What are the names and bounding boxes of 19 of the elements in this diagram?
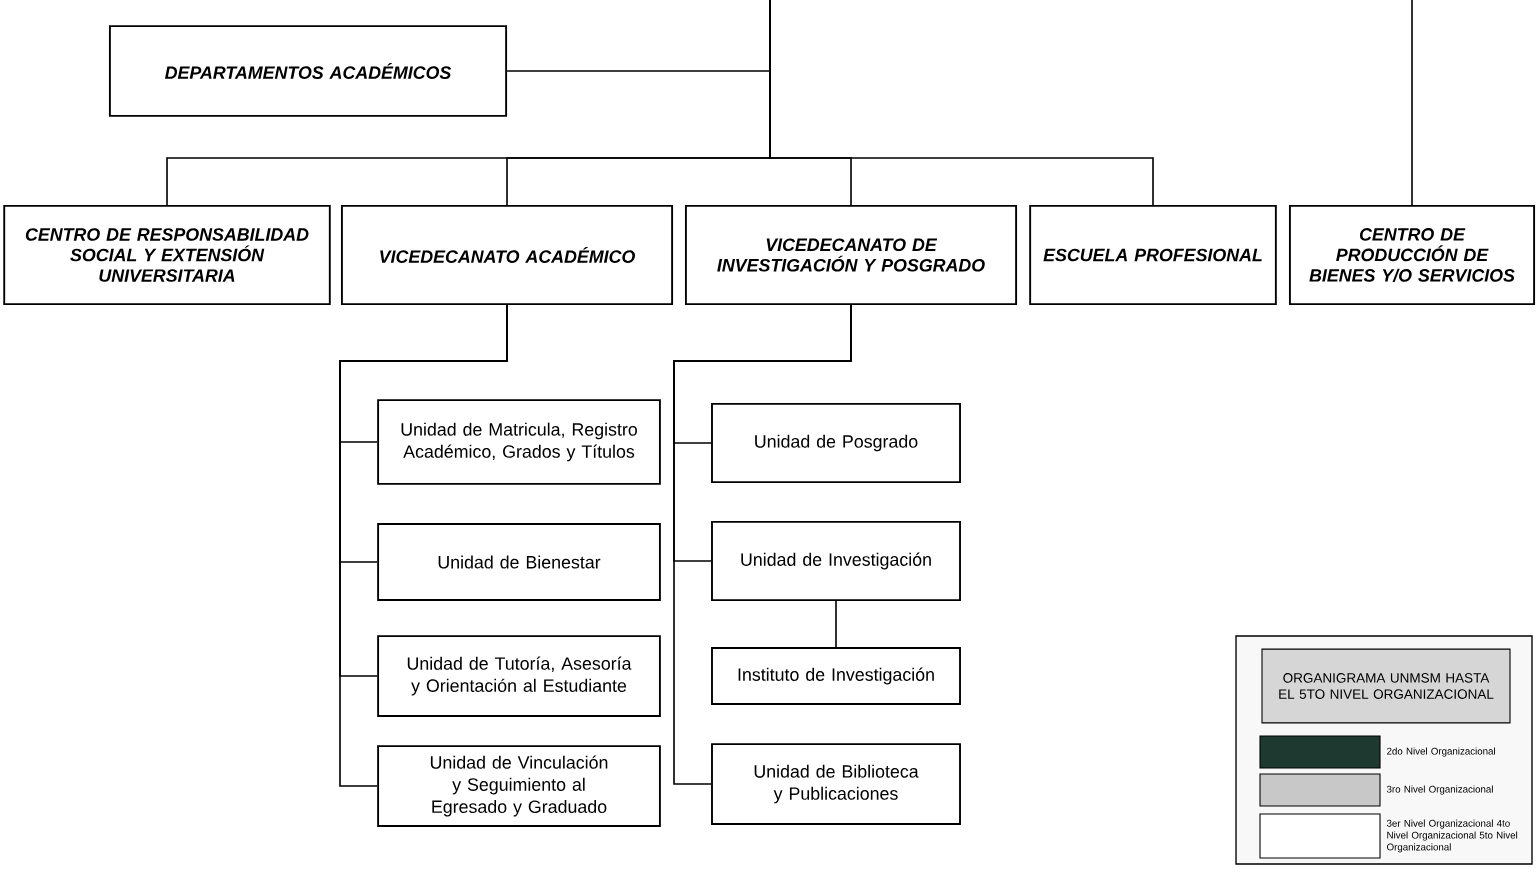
unit-box: CENTRO DE RESPONSABILIDAD SOCIAL Y EXTENSIÓN UNIVERSITARIA [3,204,331,306]
unit-box: DEPARTAMENTOS ACADÉMICOS [108,25,508,117]
connector-line [835,600,837,648]
unit-box: Unidad de Investigación [711,520,961,602]
unit-box: Unidad de Bienestar [377,523,661,601]
connector-line [1411,0,1413,206]
unit-box: Instituto de Investigación [711,647,961,705]
unit-box: ESCUELA PROFESIONAL [1029,204,1277,306]
unit-box: Unidad de Vinculación y Seguimiento al Egresado y Graduado [377,745,661,827]
unit-box: Unidad de Posgrado [711,402,961,484]
connector-line [769,0,1154,206]
connector-line [339,304,508,787]
unit-box: VICEDECANATO DE INVESTIGACIÓN Y POSGRADO [684,204,1018,306]
unit-box: Unidad de Matricula, Registro Académico, Grados y Títulos [377,399,661,485]
unit-box: Unidad de Biblioteca y Publicaciones [711,743,961,825]
unit-box: VICEDECANATO ACADÉMICO [340,204,674,306]
connector-line [673,304,852,785]
unit-box: CENTRO DE PRODUCCIÓN DE BIENES Y/O SERVICIOS [1288,204,1536,306]
unit-box: Unidad de Tutoría, Asesoría y Orientación al Estudiante [377,635,661,717]
